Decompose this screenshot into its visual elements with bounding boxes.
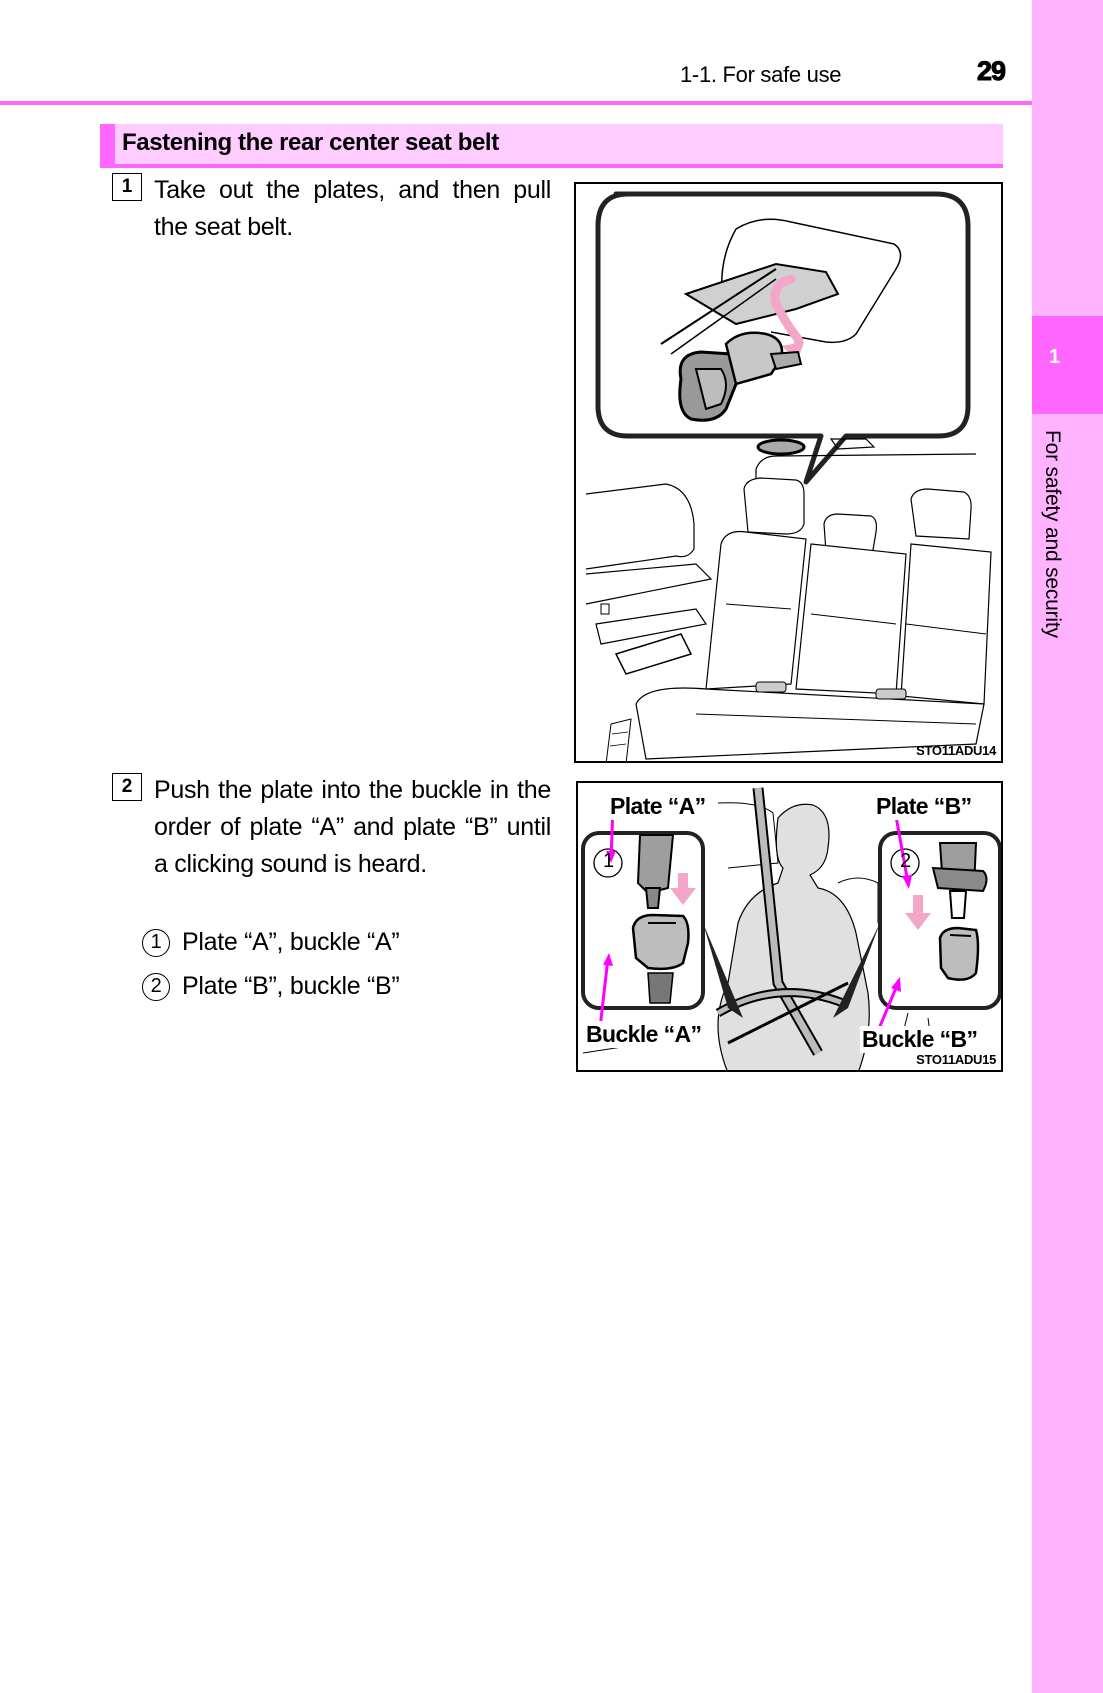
chapter-sidebar	[1032, 0, 1103, 1693]
label-plate-b: Plate “B”	[874, 793, 974, 820]
figure-buckle-order: Plate “A” Plate “B” Buckle “A” Buckle “B…	[576, 781, 1003, 1072]
section-title: Fastening the rear center seat belt	[122, 129, 499, 156]
buckle-illustration	[581, 787, 1001, 1070]
rear-seat-illustration	[585, 191, 992, 761]
page-number: 29	[976, 56, 1006, 87]
step-2-text: Push the plate into the buckle in the or…	[154, 776, 551, 878]
section-accent-bar	[100, 124, 115, 164]
running-header-section: 1-1. For safe use	[680, 62, 842, 87]
label-plate-a: Plate “A”	[608, 793, 708, 820]
circled-number-1: 1	[142, 928, 170, 957]
step-number-1: 1	[112, 173, 142, 201]
chapter-title: For safety and security	[1041, 430, 1064, 638]
label-buckle-b: Buckle “B”	[860, 1026, 980, 1053]
step-1-text: Take out the plates, and then pull the s…	[154, 176, 551, 241]
figure-rear-seat-belt-storage: STO11ADU14	[574, 182, 1003, 763]
figure-id: STO11ADU15	[916, 1052, 996, 1067]
step-number-2: 2	[112, 773, 142, 801]
chapter-tab[interactable]: 1	[1032, 316, 1103, 414]
figure-id: STO11ADU14	[916, 743, 996, 758]
header-rule	[0, 101, 1103, 105]
inset-number-1: 1	[603, 850, 614, 872]
section-header: Fastening the rear center seat belt	[100, 124, 1003, 168]
chapter-number: 1	[1049, 346, 1061, 368]
sub-item-2-text: Plate “B”, buckle “B”	[182, 972, 400, 1000]
sub-item-1: 1 Plate “A”, buckle “A”	[142, 928, 400, 957]
sub-item-1-text: Plate “A”, buckle “A”	[182, 928, 400, 956]
label-buckle-a: Buckle “A”	[584, 1021, 704, 1048]
sub-item-2: 2 Plate “B”, buckle “B”	[142, 972, 400, 1001]
circled-number-2: 2	[142, 972, 170, 1001]
inset-number-2: 2	[900, 850, 911, 872]
